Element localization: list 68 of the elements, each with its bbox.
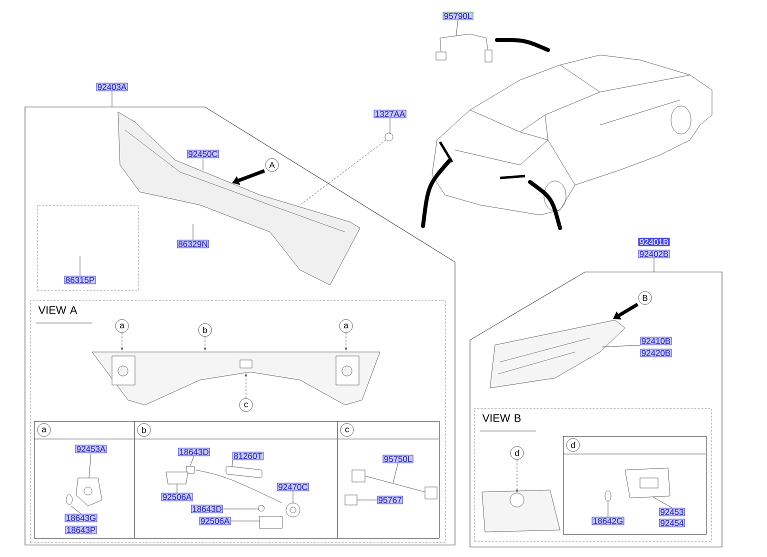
leader-line bbox=[222, 508, 260, 510]
part-number-label: 81260T bbox=[232, 452, 264, 460]
part-number-label: 1327AA bbox=[374, 110, 406, 118]
tail-lamp-rear-drawing bbox=[482, 490, 560, 532]
part-number-label: 86315P bbox=[64, 276, 96, 284]
leader-line bbox=[70, 506, 82, 514]
license-lamp-drawing bbox=[226, 466, 262, 478]
group-frame bbox=[24, 106, 456, 546]
bracket-drawing bbox=[259, 516, 282, 528]
trunk-garnish-drawing bbox=[118, 112, 360, 286]
garnish-rear-view-drawing bbox=[92, 352, 380, 406]
guide-line bbox=[300, 140, 386, 206]
leader-line bbox=[232, 460, 233, 468]
part-number-label: 92454 bbox=[659, 518, 685, 528]
part-number-label: 92453A bbox=[75, 444, 107, 454]
clip-drawing bbox=[384, 132, 394, 142]
bulb-drawing bbox=[66, 494, 73, 505]
gasket-drawing bbox=[624, 468, 670, 498]
leader-line bbox=[602, 344, 640, 348]
part-number-label: 92401B bbox=[638, 238, 670, 246]
leader-arrow bbox=[120, 332, 124, 351]
bulb-drawing bbox=[604, 490, 612, 502]
bulb-drawing bbox=[186, 466, 194, 474]
part-number-label: 92403A bbox=[96, 82, 128, 92]
tail-lamp-drawing bbox=[490, 320, 626, 388]
part-number-label: 92450C bbox=[187, 150, 219, 158]
connector-drawing bbox=[344, 494, 358, 506]
part-number-label: 92420B bbox=[640, 348, 672, 358]
part-number-label: 18643G bbox=[64, 514, 98, 522]
group-frame bbox=[470, 272, 722, 548]
bulb-drawing bbox=[258, 505, 265, 512]
detail-panel bbox=[134, 421, 338, 539]
leader-line bbox=[456, 20, 458, 36]
part-number-label: 92410B bbox=[640, 336, 672, 346]
part-number-label: 92453 bbox=[659, 508, 685, 516]
switch-drawing bbox=[286, 502, 300, 518]
part-number-label: 95767 bbox=[377, 496, 403, 504]
part-number-label: 95750L bbox=[382, 454, 414, 464]
part-number-label: 18643D bbox=[178, 448, 210, 456]
leader-arrow bbox=[344, 332, 348, 351]
leader-line bbox=[192, 224, 194, 240]
leader-line bbox=[202, 158, 204, 170]
leader-line bbox=[88, 452, 92, 478]
leader-line bbox=[392, 462, 398, 484]
leader-arrow bbox=[244, 373, 248, 398]
part-number-label: 95790L bbox=[442, 12, 474, 20]
leader-arrow bbox=[516, 460, 518, 493]
leader-arrow bbox=[204, 336, 206, 351]
leader-line bbox=[176, 484, 178, 494]
bracket-drawing bbox=[166, 472, 188, 484]
part-number-label: 18643D bbox=[191, 504, 223, 514]
detail-panel bbox=[336, 421, 440, 539]
part-number-label: 86329N bbox=[177, 240, 209, 248]
dashed-box bbox=[37, 205, 138, 290]
bracket-plate-drawing bbox=[76, 478, 102, 506]
leader-line bbox=[230, 520, 260, 522]
part-number-label: 18643P bbox=[65, 526, 97, 534]
detail-panel bbox=[562, 436, 707, 535]
part-number-label: 18642G bbox=[592, 516, 624, 526]
part-number-label: 92506A bbox=[161, 492, 193, 502]
leader-line bbox=[190, 456, 194, 466]
part-number-label: 92402B bbox=[638, 250, 670, 258]
detail-panel bbox=[34, 421, 135, 539]
wiring-harness-drawing bbox=[436, 34, 492, 62]
leader-line bbox=[292, 490, 294, 504]
part-number-label: 92470C bbox=[277, 482, 309, 492]
leader-line bbox=[652, 496, 672, 508]
part-number-label: 92506A bbox=[199, 516, 231, 526]
